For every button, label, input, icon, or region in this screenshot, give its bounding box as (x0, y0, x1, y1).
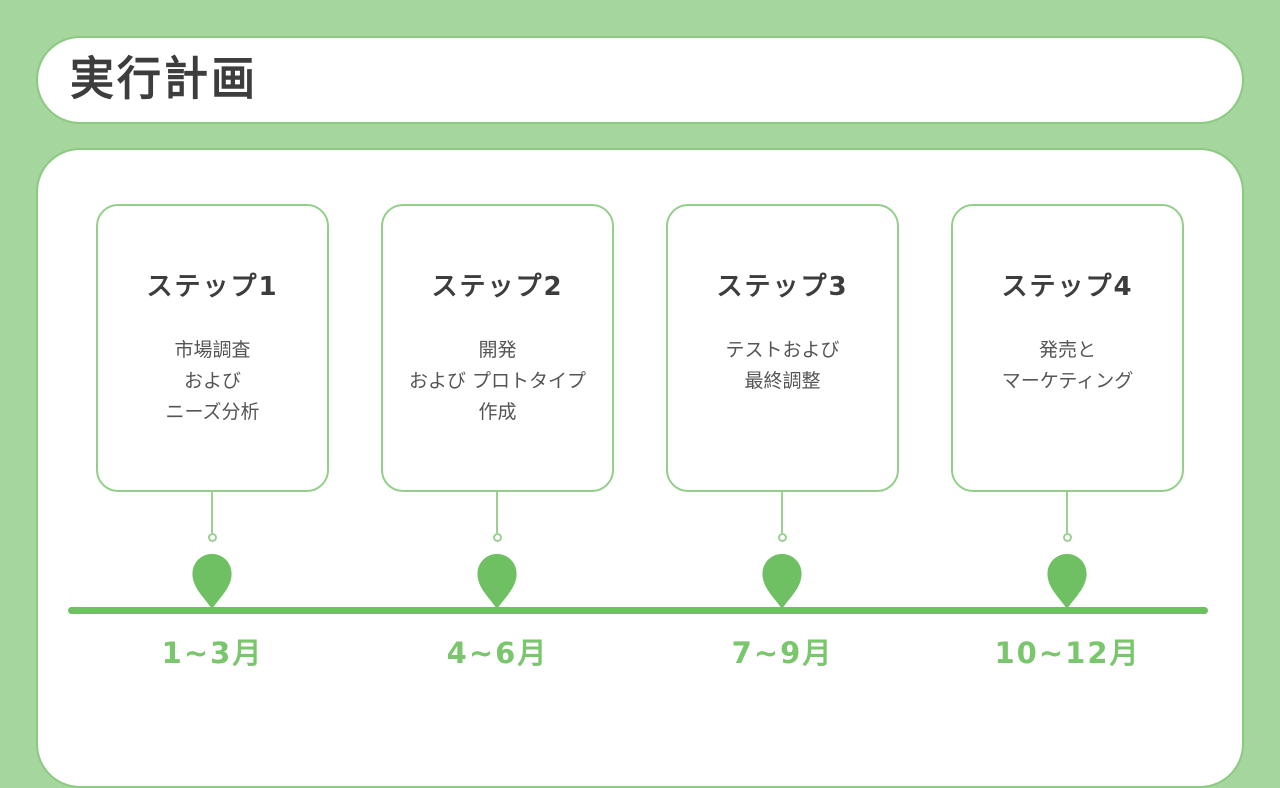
timeline-pin-icon-1 (192, 553, 232, 609)
connector-ring-4 (1063, 533, 1072, 542)
step-4-title: ステップ4 (1001, 272, 1134, 302)
period-label-2: 4~6月 (446, 636, 549, 670)
step-3-line-1: テストおよび (725, 339, 840, 361)
timeline-pin-icon-3 (762, 553, 802, 609)
step-card-1: ステップ1 市場調査 および ニーズ分析 (96, 204, 329, 492)
connector-line-3 (781, 492, 783, 533)
step-1-line-2: および (183, 370, 241, 392)
step-2-title: ステップ2 (431, 272, 564, 302)
step-2-description: 開発 および プロトタイプ 作成 (383, 335, 612, 428)
period-label-4: 10~12月 (994, 636, 1141, 670)
step-1-line-3: ニーズ分析 (165, 401, 260, 423)
connector-ring-3 (778, 533, 787, 542)
step-2-line-2: および プロトタイプ (408, 370, 587, 392)
step-1-line-1: 市場調査 (174, 339, 251, 361)
period-label-1: 1~3月 (161, 636, 264, 670)
timeline-pin-icon-2 (477, 553, 517, 609)
step-card-4: ステップ4 発売と マーケティング (951, 204, 1184, 492)
slide-title: 実行計画 (70, 52, 258, 107)
step-card-2: ステップ2 開発 および プロトタイプ 作成 (381, 204, 614, 492)
step-1-title: ステップ1 (146, 272, 279, 302)
step-3-title: ステップ3 (716, 272, 849, 302)
step-4-line-1: 発売と (1038, 339, 1096, 361)
connector-line-2 (496, 492, 498, 533)
step-2-line-1: 開発 (478, 339, 517, 361)
timeline-pin-icon-4 (1047, 553, 1087, 609)
slide-title-bar: 実行計画 (36, 36, 1244, 124)
step-4-description: 発売と マーケティング (953, 335, 1182, 397)
step-card-3: ステップ3 テストおよび 最終調整 (666, 204, 899, 492)
step-1-description: 市場調査 および ニーズ分析 (98, 335, 327, 428)
connector-ring-1 (208, 533, 217, 542)
connector-ring-2 (493, 533, 502, 542)
step-2-line-3: 作成 (478, 401, 517, 423)
step-4-line-2: マーケティング (1001, 370, 1134, 392)
step-3-description: テストおよび 最終調整 (668, 335, 897, 397)
period-label-3: 7~9月 (731, 636, 834, 670)
connector-line-4 (1066, 492, 1068, 533)
timeline-axis (68, 607, 1208, 614)
step-3-line-2: 最終調整 (744, 370, 821, 392)
connector-line-1 (211, 492, 213, 533)
